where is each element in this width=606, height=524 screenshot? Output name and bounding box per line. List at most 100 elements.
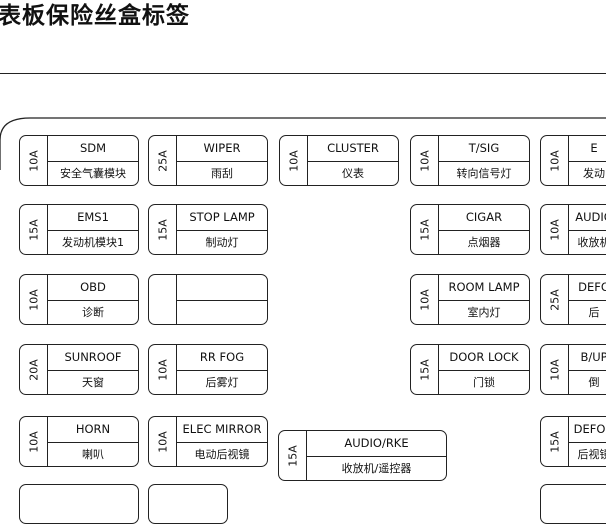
fuse-amperage: 10A [418, 288, 431, 311]
fuse-amperage-cell: 10A [149, 345, 177, 394]
fuse-name: DEFO [569, 275, 606, 301]
fuse-box-outline [0, 117, 606, 170]
fuse-amperage: 10A [418, 149, 431, 172]
fuse-amperage-cell: 10A [411, 136, 439, 185]
fuse-amperage-cell: 10A [541, 136, 569, 185]
fuse-amperage: 15A [27, 218, 40, 241]
fuse-amperage-cell: 10A [541, 205, 569, 254]
fuse-amperage: 20A [27, 358, 40, 381]
fuse-chinese-label: 点烟器 [467, 235, 501, 249]
fuse-amperage: 10A [27, 430, 40, 453]
fuse-col5-r4: 10A B/UP 倒 [540, 344, 606, 395]
fuse-name: SUNROOF [48, 345, 138, 371]
fuse-amperage: 15A [286, 444, 299, 467]
fuse-amperage: 15A [156, 218, 169, 241]
fuse-name: STOP LAMP [177, 205, 267, 231]
fuse-name: ELEC MIRROR [177, 417, 267, 443]
fuse-amperage-cell: 10A [149, 417, 177, 466]
fuse-amperage-cell: 15A [149, 205, 177, 254]
fuse-amperage-cell: 15A [20, 205, 48, 254]
fuse-chinese-label: 后视镜 [577, 447, 606, 461]
fuse-col5-r1: 10A E 发动 [540, 135, 606, 186]
fuse-chinese-label: 雨刮 [211, 166, 233, 180]
fuse-partial-bottom-2 [148, 484, 228, 524]
fuse-amperage: 10A [548, 218, 561, 241]
title-divider [0, 73, 606, 74]
fuse-name: ROOM LAMP [439, 275, 529, 301]
fuse-name: SDM [48, 136, 138, 162]
fuse-amperage: 25A [156, 149, 169, 172]
fuse-amperage-cell: 10A [541, 345, 569, 394]
fuse-amperage: 10A [156, 430, 169, 453]
fuse-name: DEFOG [569, 417, 606, 443]
fuse-name: AUDIO [569, 205, 606, 231]
fuse-amperage: 10A [156, 358, 169, 381]
fuse-rr-fog: 10A RR FOG 后雾灯 [148, 344, 268, 395]
fuse-amperage-cell: 10A [411, 275, 439, 324]
fuse-amperage: 15A [418, 218, 431, 241]
fuse-name: AUDIO/RKE [307, 431, 446, 457]
fuse-chinese-label: 电动后视镜 [194, 447, 250, 461]
fuse-amperage-cell: 20A [20, 345, 48, 394]
fuse-chinese-label [177, 300, 267, 325]
fuse-chinese-label: 转向信号灯 [456, 166, 512, 180]
fuse-chinese-label: 发动机模块1 [62, 235, 124, 249]
fuse-name: B/UP [569, 345, 606, 371]
fuse-empty [148, 274, 268, 325]
fuse-amperage-cell [149, 275, 177, 324]
fuse-partial-bottom-1 [19, 484, 139, 524]
fuse-chinese-label: 发动 [583, 166, 605, 180]
fuse-ems1: 15A EMS1 发动机模块1 [19, 204, 139, 255]
fuse-amperage-cell: 15A [411, 345, 439, 394]
fuse-amperage: 10A [548, 149, 561, 172]
fuse-col5-r3: 25ADEFO 后 [540, 274, 606, 325]
fuse-chinese-label: 天窗 [82, 375, 104, 389]
fuse-amperage-cell: 10A [20, 417, 48, 466]
fuse-name: HORN [48, 417, 138, 443]
fuse-amperage-cell: 15A [541, 417, 569, 466]
fuse-amperage: 15A [418, 358, 431, 381]
fuse-name: WIPER [177, 136, 267, 162]
fuse-name: E [569, 136, 606, 162]
page-title: 表板保险丝盒标签 [0, 3, 190, 29]
fuse-amperage-cell: 10A [280, 136, 308, 185]
fuse-name [177, 275, 267, 301]
fuse-partial-bottom-3 [540, 484, 606, 524]
fuse-amperage-cell: 10A [20, 136, 48, 185]
fuse-door-lock: 15A DOOR LOCK 门锁 [410, 344, 530, 395]
fuse-chinese-label: 室内灯 [467, 305, 501, 319]
fuse-chinese-label: 安全气囊模块 [60, 166, 126, 180]
fuse-chinese-label: 倒 [588, 375, 600, 389]
fuse-chinese-label: 诊断 [82, 305, 104, 319]
fuse-amperage-cell: 10A [20, 275, 48, 324]
fuse-col5-r2: 10A AUDIO 收放机 [540, 204, 606, 255]
fuse-chinese-label: 后 [588, 305, 600, 319]
fuse-stop-lamp: 15A STOP LAMP 制动灯 [148, 204, 268, 255]
fuse-chinese-label: 门锁 [473, 375, 495, 389]
fuse-chinese-label: 后雾灯 [205, 375, 239, 389]
fuse-amperage: 10A [27, 288, 40, 311]
fuse-amperage: 10A [548, 358, 561, 381]
fuse-wiper: 25A WIPER 雨刮 [148, 135, 268, 186]
fuse-amperage-cell: 15A [279, 431, 307, 480]
fuse-name: CLUSTER [308, 136, 398, 162]
fuse-amperage-cell: 25A [149, 136, 177, 185]
fuse-amperage-cell: 15A [411, 205, 439, 254]
fuse-col5-r5: 15A DEFOG 后视镜 [540, 416, 606, 467]
fuse-amperage: 15A [548, 430, 561, 453]
fuse-amperage-cell: 25A [541, 275, 569, 324]
fuse-name: DOOR LOCK [439, 345, 529, 371]
fuse-name: EMS1 [48, 205, 138, 231]
fuse-name: RR FOG [177, 345, 267, 371]
fuse-room-lamp: 10A ROOM LAMP 室内灯 [410, 274, 530, 325]
fuse-chinese-label: 收放机 [577, 235, 606, 249]
fuse-chinese-label: 制动灯 [205, 235, 239, 249]
fuse-amperage: 10A [287, 149, 300, 172]
